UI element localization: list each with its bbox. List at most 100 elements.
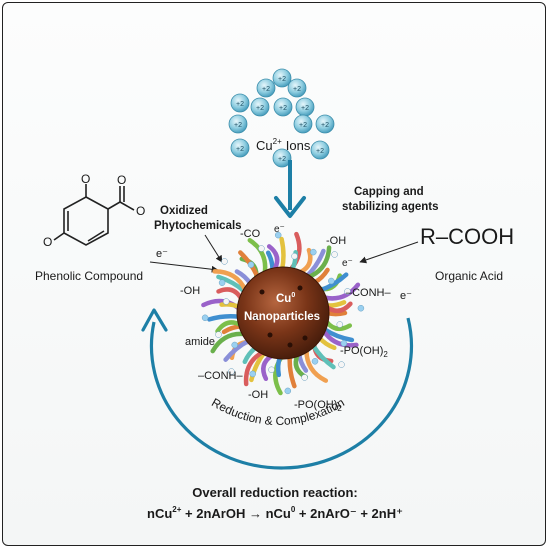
phenolic-o-ester: O [136,204,145,218]
capping-strand [324,300,347,308]
organic-acid-formula: R–COOH [420,224,514,249]
capping-bead [328,277,335,285]
capping-strand [297,247,313,275]
svg-text:+2: +2 [256,105,264,112]
phenolic-electron: e⁻ [156,248,168,260]
capping-bead [331,251,338,258]
capping-strand [279,236,286,272]
capping-bead [258,245,265,252]
capping-strand [324,310,348,317]
group-e-mid: e⁻ [342,258,353,269]
svg-text:+2: +2 [236,146,244,153]
svg-text:+2: +2 [234,122,242,129]
surface-dot [302,335,308,341]
cu-ion: +2 [293,114,313,134]
capping-strand [216,287,244,302]
svg-text:+2: +2 [278,76,286,83]
surface-dot [267,332,273,338]
capping-bead [249,370,256,378]
overall-title: Overall reduction reaction: [192,485,357,500]
group-po-right: -PO(OH)2 [340,345,388,359]
group-amide: amide [185,336,215,348]
cu-ion: +2 [230,138,250,158]
svg-text:+2: +2 [321,122,329,129]
capping-bead [291,252,298,260]
organic-acid-arrow [359,241,419,264]
capping-bead [311,358,319,365]
svg-text:+2: +2 [293,86,301,93]
cu-ion: +2 [228,114,248,134]
cu-ion: +2 [295,97,315,117]
surface-dot [259,289,265,295]
cu-ion: +2 [272,68,292,88]
cu-ion: +2 [230,93,250,113]
capping-strand [304,347,329,383]
cu-ion: +2 [272,148,292,168]
capping-bead [218,279,226,286]
capping-strand [265,250,275,273]
cu-ion: +2 [315,114,335,134]
capping-bead [222,298,230,305]
nanoparticle-label-cu: Cu0 [276,292,295,305]
capping-bead [310,248,317,256]
capping-strand [321,328,359,348]
phenolic-o-carbonyl: O [117,173,126,187]
capping-bead [247,261,255,268]
group-co: -CO [240,228,261,240]
capping-bead [274,231,282,239]
cu-ion: +2 [273,97,293,117]
capping-strand [275,354,283,378]
group-oh-top: -OH [326,235,346,247]
capping-strand [219,302,242,310]
capping-bead [284,387,292,395]
overall-equation: nCu2+ + 2nArOH → nCu0 + 2nArO⁻ + 2nH⁺ [147,505,403,521]
surface-dot [287,342,293,348]
group-conh-bottom: –CONH– [198,370,244,382]
capping-line1: Capping and [354,186,424,198]
capping-strand [207,314,242,322]
capping-bead [340,340,348,347]
capping-bead [301,374,308,381]
surface-dot [253,315,259,321]
cu-ion: +2 [256,78,276,98]
capping-strand [212,269,248,293]
capping-bead [221,258,228,265]
capping-strand [221,324,244,335]
svg-text:+2: +2 [279,105,287,112]
capping-bead [201,314,209,322]
capping-strand [243,349,266,387]
capping-bead [357,304,365,312]
oxidized-arrow [204,234,223,263]
group-oh-bottom: -OH [248,389,268,401]
oxidized-line2: Phytochemicals [154,220,242,232]
capping-bead [338,361,345,368]
svg-text:+2: +2 [316,148,324,155]
ions-to-nanoparticle-arrow [274,160,306,218]
capping-bead [228,368,235,375]
capping-strand [306,245,332,280]
reduction-cycle-arrow [141,308,414,470]
electron-right: e⁻ [400,290,412,302]
surface-dots [253,285,308,348]
nanoparticle-label: Nanoparticles [244,311,320,323]
cu-ion-cluster: +2+2+2+2+2+2+2+2+2+2+2+2+2 [228,68,335,168]
phenolic-o-top: O [81,172,90,186]
svg-text:+2: +2 [299,122,307,129]
oxidized-line1: Oxidized [160,205,208,217]
svg-text:+2: +2 [301,105,309,112]
capping-bead [268,366,275,374]
cu-ion: +2 [287,78,307,98]
phenolic-arrow [149,261,219,273]
capping-line2: stabilizing agents [342,201,439,213]
phenolic-o-ring: O [43,235,52,249]
group-e-top: e⁻ [274,224,285,235]
capping-strand [210,331,247,354]
cu-ion: +2 [310,140,330,160]
capping-bead [231,341,238,349]
capping-strand [247,237,268,276]
phenolic-compound-label: Phenolic Compound [35,269,143,283]
capping-bead [336,321,344,328]
capping-strand [321,282,361,301]
group-oh-left: -OH [180,285,200,297]
